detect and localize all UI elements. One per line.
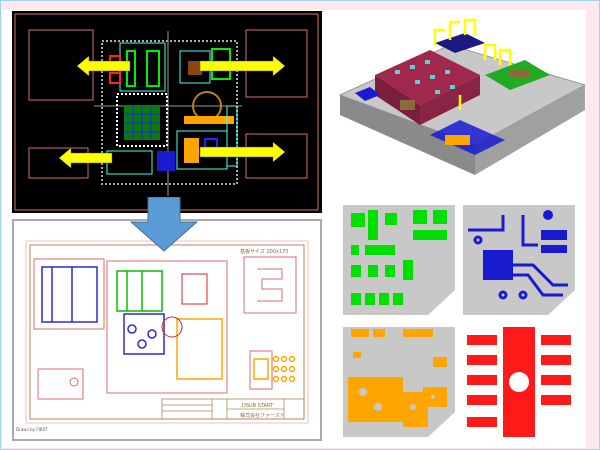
board-size-label: 基板サイズ 200x170	[240, 248, 289, 255]
layer-tile-red	[463, 327, 575, 437]
pcb-board	[94, 31, 242, 196]
pcb-3d-render	[335, 15, 590, 185]
title-block-title: DSUB START	[242, 403, 274, 409]
yellow-arrow-icon	[58, 55, 286, 169]
footer-note: Drawn by FIRST	[16, 427, 48, 432]
down-arrow-icon	[130, 197, 198, 252]
layer-tile-green	[343, 205, 455, 315]
pcb-drawing-view: 基板サイズ 200x170 DSUB START 株式会社ファースト Drawn…	[12, 219, 322, 441]
layer-tile-blue	[463, 205, 575, 315]
layer-tile-orange	[343, 327, 455, 437]
title-block-company: 株式会社ファースト	[240, 412, 285, 419]
pcb-layout-view	[12, 11, 322, 213]
